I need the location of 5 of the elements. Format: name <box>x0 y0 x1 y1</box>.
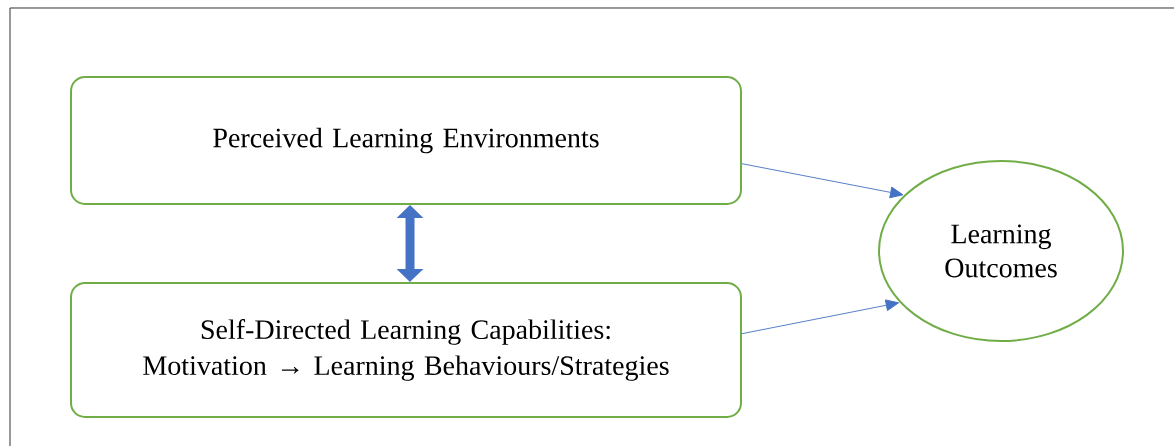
arrow <box>741 163 904 199</box>
arrow <box>396 205 424 282</box>
process-box: Self-Directed Learning Capabilities: Motivation → Learning Behaviours/Strategies <box>70 282 742 418</box>
arrow <box>741 299 900 335</box>
process-box: Perceived Learning Environments <box>70 76 742 205</box>
